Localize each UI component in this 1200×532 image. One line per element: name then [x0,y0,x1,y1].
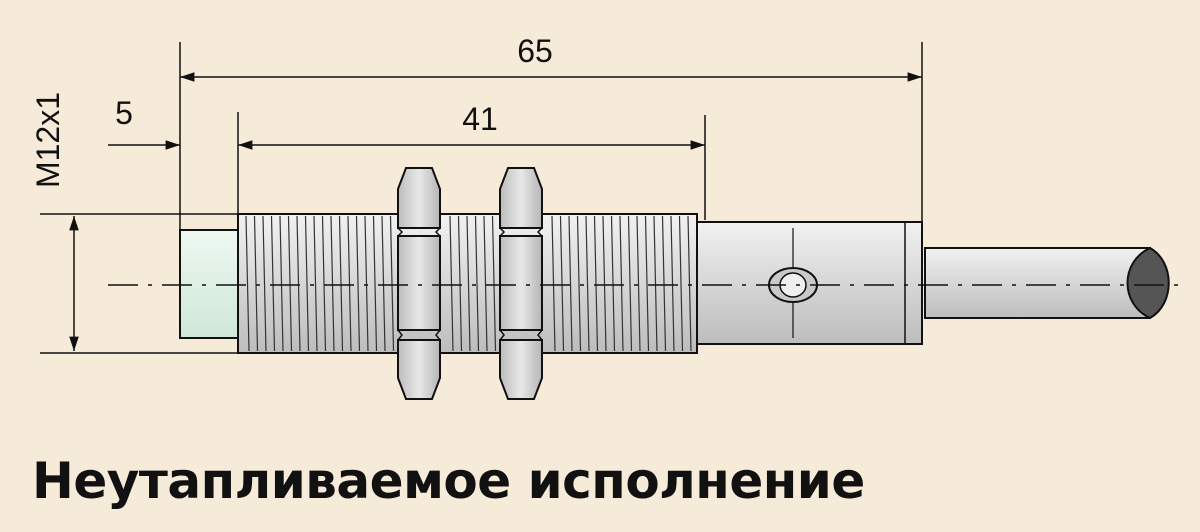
thread-line [338,215,344,352]
thread-line [636,215,641,352]
thread-line [602,215,607,352]
thread-line [670,215,675,352]
thread-line [585,215,590,352]
thread-line [313,215,318,352]
thread-line [449,215,454,352]
sensing-face [179,229,239,339]
thread-line [466,215,471,352]
dim-text-face: 5 [115,95,133,131]
thread-line [576,215,582,352]
dim-text-thread: 41 [462,101,498,137]
dim-text-thread-size: M12x1 [30,92,66,188]
dim-text-overall: 65 [517,33,553,69]
lock-nut [397,167,441,400]
thread-line [610,215,616,352]
thread-line [474,215,480,352]
thread-line [287,215,293,352]
thread-line [381,215,386,352]
thread-line [653,215,658,352]
thread-line [457,215,463,352]
thread-line [389,215,395,352]
thread-line [304,215,310,352]
thread-line [661,215,667,352]
thread-line [678,215,684,352]
thread-line [296,215,301,352]
thread-line [627,215,633,352]
thread-line [245,215,250,352]
thread-line [372,215,378,352]
lock-nut [499,167,543,400]
caption: Неутапливаемое исполнение [32,452,865,510]
thread-line [619,215,624,352]
thread-line [551,215,556,352]
thread-line [559,215,565,352]
cable [924,246,1170,320]
extension-lines [40,42,923,354]
thread-line [491,215,497,352]
thread-line [330,215,335,352]
thread-line [644,215,650,352]
thread-line [270,215,276,352]
sensor-drawing: 65 41 5 M12x1 [30,33,1185,400]
thread-line [593,215,599,352]
thread-line [483,215,488,352]
thread-line [279,215,284,352]
threaded-body [237,213,698,354]
thread-line [355,215,361,352]
thread-line [262,215,267,352]
thread-line [568,215,573,352]
thread-line [253,215,259,352]
thread-line [687,215,692,352]
thread-line [347,215,352,352]
thread-line [321,215,327,352]
dimension-lines [69,72,922,351]
thread-line [364,215,369,352]
